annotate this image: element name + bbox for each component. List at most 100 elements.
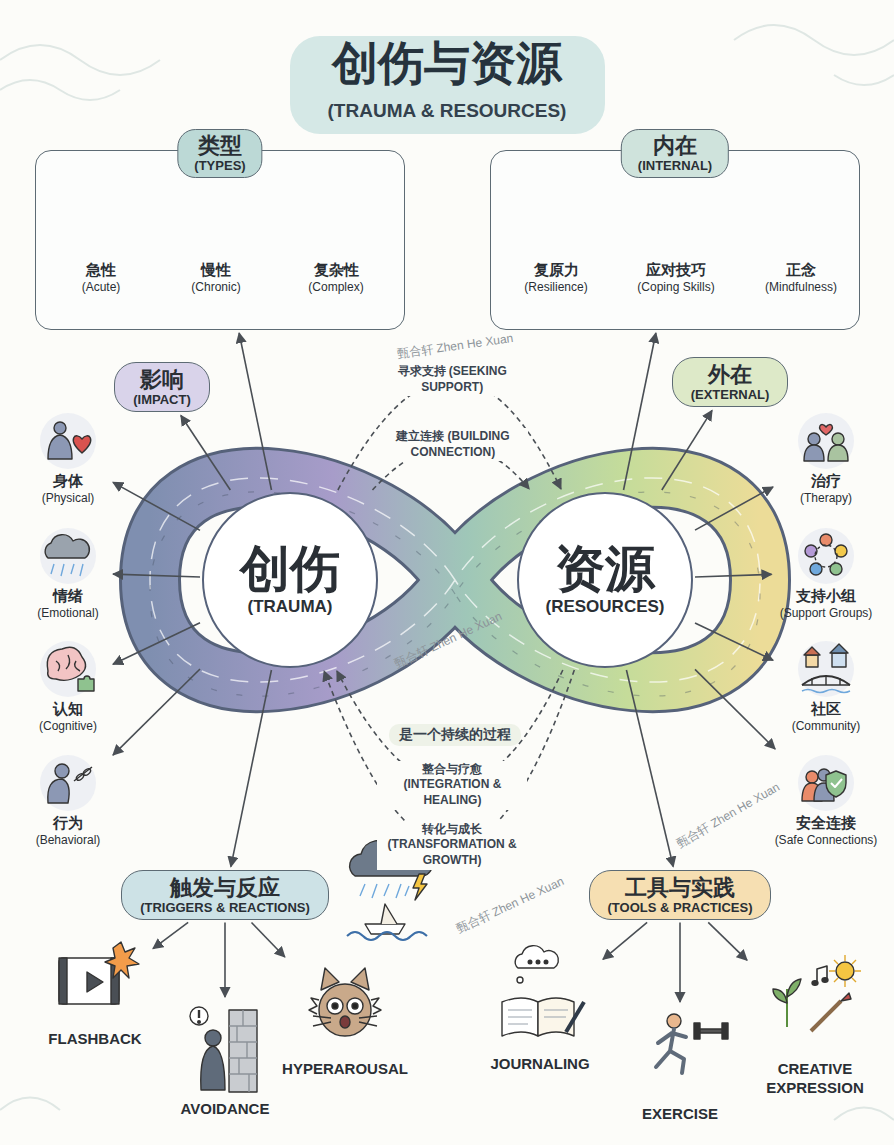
connector-arrow (181, 415, 230, 490)
category-pill: 外在(EXTERNAL) (672, 357, 789, 408)
node-label: 复杂性 (290, 261, 382, 280)
edge-label: 整合与疗愈 (INTEGRATION & HEALING) (377, 761, 527, 810)
core-circle: 创伤(TRAUMA) (202, 492, 378, 668)
icon-node: 慢性(Chronic) (171, 181, 261, 294)
node-sublabel: (Cognitive) (30, 719, 106, 733)
connector-arrow (695, 623, 773, 660)
icon-node: 正念(Mindfulness) (746, 181, 856, 294)
connector-arrow (251, 922, 284, 957)
icon-node: 支持小组(Support Groups) (775, 525, 878, 620)
node-sublabel: (RESOURCES) (545, 597, 664, 617)
core-circle: 资源(RESOURCES) (517, 492, 693, 668)
connector-arrow (113, 482, 200, 530)
node-label: 影响 (133, 367, 191, 392)
connector-arrow (624, 333, 656, 490)
connector-arrow (239, 333, 271, 490)
node-sublabel: (Community) (780, 719, 872, 733)
icon-node: HYPERAROUSAL (277, 960, 413, 1079)
node-sublabel: (Mindfulness) (750, 280, 852, 294)
node-sublabel: (Behavioral) (30, 833, 106, 847)
icon-node: 情绪(Emotional) (26, 525, 110, 620)
watermark: 甄合轩 Zhen He Xuan (396, 329, 514, 362)
connector-arrow (113, 669, 200, 755)
node-label: 急性 (60, 261, 142, 280)
node-label: 安全连接 (774, 814, 879, 833)
node-label: 情绪 (30, 587, 106, 606)
node-sublabel: (Safe Connections) (774, 833, 879, 847)
node-label: 触发与反应 (140, 875, 310, 900)
node-sublabel: (TRIGGERS & REACTIONS) (140, 900, 310, 916)
icon-node: 身体(Physical) (26, 410, 110, 505)
connector-arrow (153, 922, 188, 948)
node-label: 创伤 (240, 542, 340, 597)
node-sublabel: (Chronic) (175, 280, 257, 294)
icon-node: 认知(Cognitive) (26, 638, 110, 733)
icon-node: AVOIDANCE (175, 1000, 275, 1119)
category-pill: 工具与实践(TOOLS & PRACTICES) (589, 870, 772, 921)
group-panel: 内在(INTERNAL)复原力(Resilience)应对技巧(Coping S… (490, 150, 860, 330)
node-label: HYPERAROUSAL (281, 1060, 409, 1079)
node-label: 内在 (638, 133, 712, 158)
watermark: 甄合轩 Zhen He Xuan (454, 873, 567, 938)
category-pill: 影响(IMPACT) (114, 362, 210, 413)
node-sublabel: (TYPES) (194, 158, 245, 174)
node-label: 外在 (691, 362, 770, 387)
edge-label: 建立连接 (BUILDING CONNECTION) (378, 428, 528, 461)
flow-arrow (324, 670, 574, 845)
node-label: 行为 (30, 814, 106, 833)
node-label: 治疗 (780, 472, 872, 491)
watermark: 甄合轩 Zhen He Xuan (673, 778, 783, 851)
node-label: 正念 (750, 261, 852, 280)
node-sublabel: (Acute) (60, 280, 142, 294)
icon-node: 急性(Acute) (56, 181, 146, 294)
process-note: 是一个持续的过程 (389, 724, 521, 746)
icon-node: JOURNALING (480, 950, 600, 1074)
connector-arrow (695, 487, 773, 530)
panel-heading: 内在(INTERNAL) (621, 129, 729, 178)
connector-arrow (695, 574, 772, 577)
edge-label: 寻求支持 (SEEKING SUPPORT) (377, 363, 527, 396)
edge-label: 转化与成长 (TRANSFORMATION & GROWTH) (377, 821, 527, 870)
connector-arrow (662, 410, 712, 490)
connector-arrow (113, 574, 200, 577)
node-sublabel: (TRAUMA) (248, 597, 333, 617)
connector-arrow (626, 670, 673, 867)
node-label: 复原力 (510, 261, 602, 280)
node-sublabel: (EXTERNAL) (691, 387, 770, 403)
connector-arrow (224, 922, 226, 997)
node-label: 支持小组 (779, 587, 874, 606)
node-label: CREATIVE EXPRESSION (754, 1060, 876, 1098)
diagram-caption: (TRAUMA & RESOURCES) (0, 100, 894, 122)
icon-node: 治疗(Therapy) (776, 410, 876, 505)
node-sublabel: (TOOLS & PRACTICES) (608, 900, 753, 916)
node-label: 类型 (194, 133, 245, 158)
connector-arrow (695, 669, 775, 749)
panel-heading: 类型(TYPES) (177, 129, 262, 178)
node-sublabel: (Complex) (290, 280, 382, 294)
icon-node: EXERCISE (630, 1005, 730, 1124)
node-sublabel: (IMPACT) (133, 392, 191, 408)
icon-node: 社区(Community) (776, 638, 876, 733)
node-label: 工具与实践 (608, 875, 753, 900)
node-sublabel: (Emotional) (30, 606, 106, 620)
node-label: 社区 (780, 700, 872, 719)
icon-node: CREATIVE EXPRESSION (750, 955, 880, 1098)
node-label: JOURNALING (484, 1055, 596, 1074)
icon-node: 复杂性(Complex) (286, 181, 386, 294)
node-sublabel: (Support Groups) (779, 606, 874, 620)
node-label: 慢性 (175, 261, 257, 280)
node-sublabel: (Resilience) (510, 280, 602, 294)
node-label: FLASHBACK (44, 1030, 146, 1049)
icon-node: 应对技巧(Coping Skills) (621, 181, 731, 294)
node-sublabel: (Physical) (30, 491, 106, 505)
diagram-title: 创伤与资源 (0, 38, 894, 89)
node-label: 认知 (30, 700, 106, 719)
group-panel: 类型(TYPES)急性(Acute)慢性(Chronic)复杂性(Complex… (35, 150, 405, 330)
connector-arrow (231, 670, 272, 867)
icon-node: FLASHBACK (40, 935, 150, 1049)
connector-arrow (603, 922, 647, 959)
node-label: 应对技巧 (625, 261, 727, 280)
icon-node: 安全连接(Safe Connections) (770, 752, 883, 847)
category-pill: 触发与反应(TRIGGERS & REACTIONS) (121, 870, 329, 921)
connector-arrow (113, 623, 200, 664)
